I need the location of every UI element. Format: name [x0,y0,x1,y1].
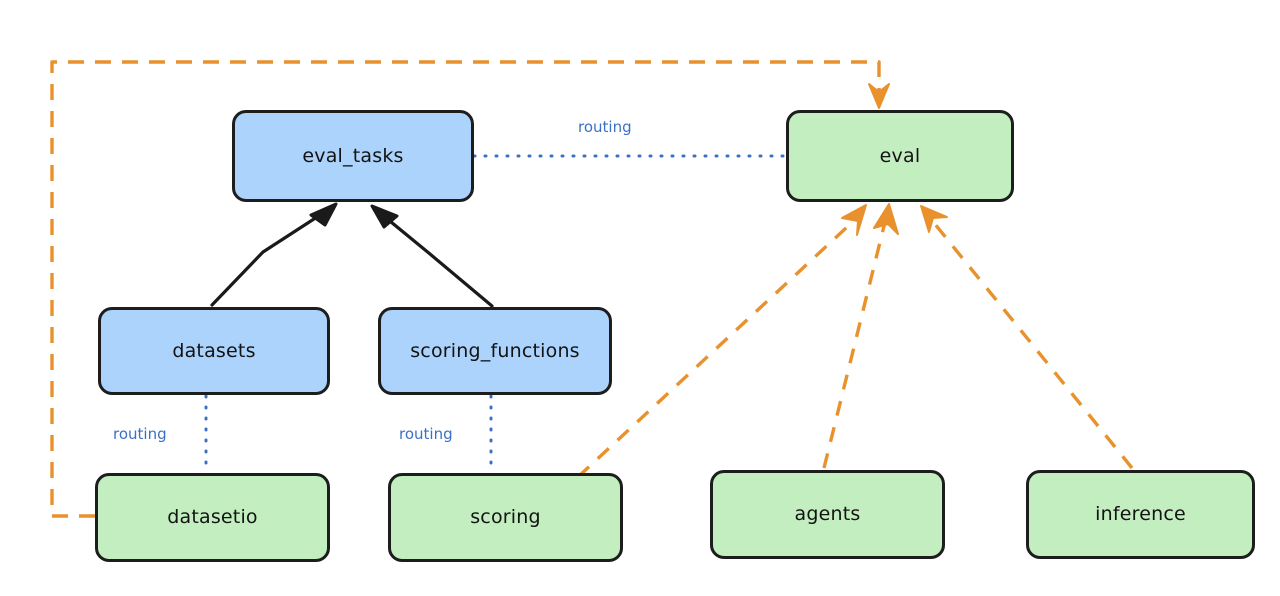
node-label-scoring-functions: scoring_functions [410,339,580,362]
edge-scoring_functions-to-eval_tasks [370,204,494,308]
edge-label-routing-eval-tasks-eval: routing [578,118,632,136]
node-label-datasets: datasets [172,339,256,362]
node-label-eval-tasks: eval_tasks [302,144,404,167]
node-datasets[interactable]: datasets [98,307,330,395]
edge-scoring-to-eval [576,204,867,479]
node-agents[interactable]: agents [710,470,945,559]
node-label-inference: inference [1095,503,1186,525]
node-label-agents: agents [794,503,861,525]
node-eval[interactable]: eval [786,110,1014,202]
node-datasetio[interactable]: datasetio [95,473,330,562]
edge-label-routing-datasets-datasetio: routing [113,425,167,443]
node-eval-tasks[interactable]: eval_tasks [232,110,474,202]
edge-datasetio-to-eval [50,60,890,518]
edge-label-routing-scoring-functions-scoring: routing [399,425,453,443]
node-inference[interactable]: inference [1026,470,1255,559]
node-label-datasetio: datasetio [167,506,258,528]
edge-inference-to-eval [920,205,1134,470]
edge-agents-to-eval [822,203,899,469]
edge-datasets-to-eval_tasks [210,202,338,307]
node-scoring-functions[interactable]: scoring_functions [378,307,612,395]
node-label-scoring: scoring [470,506,541,528]
node-scoring[interactable]: scoring [388,473,623,562]
node-label-eval: eval [879,144,921,167]
